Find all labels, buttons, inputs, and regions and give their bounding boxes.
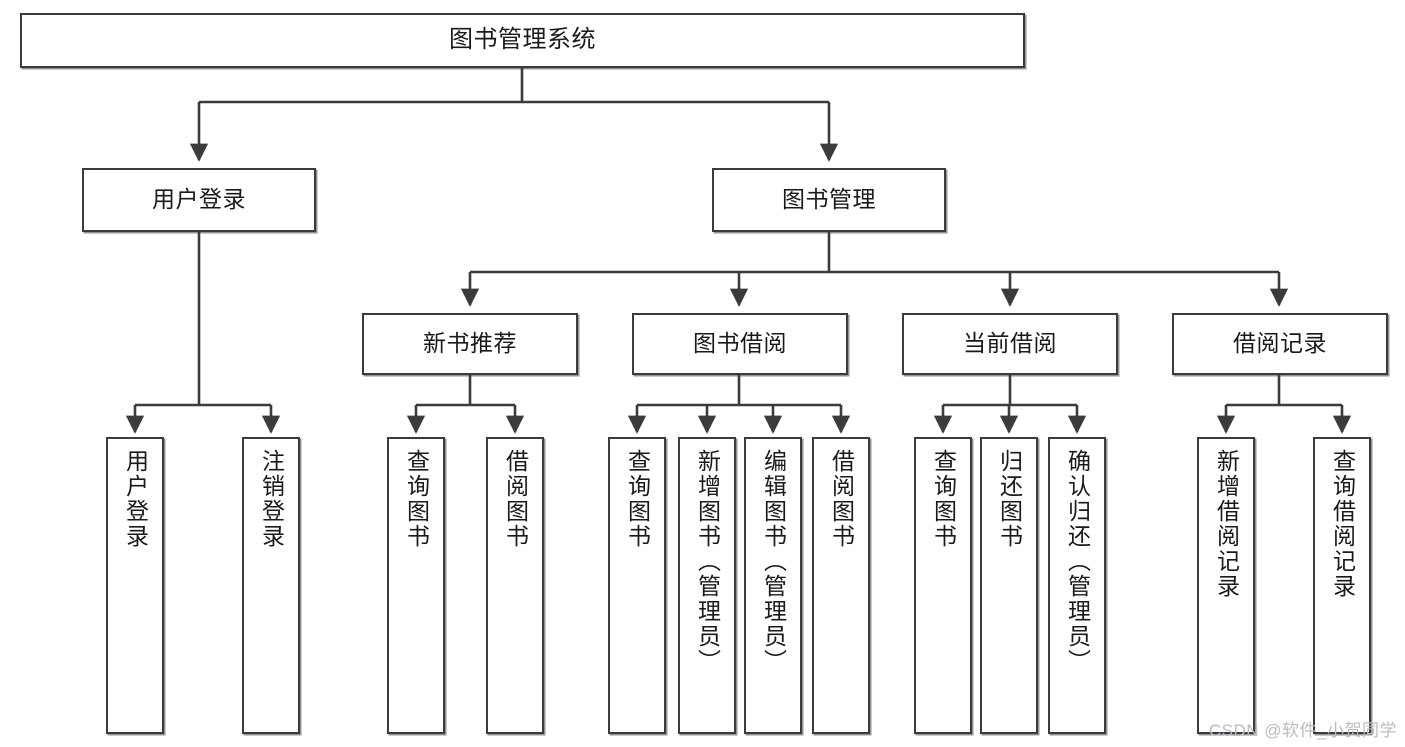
leaf-edit-book-label: 编辑图书（管理员） xyxy=(760,449,787,674)
leaf-query-book-3[interactable]: 查询图书 xyxy=(914,437,972,734)
node-book-management[interactable]: 图书管理 xyxy=(712,168,946,232)
node-book-borrow-label: 图书借阅 xyxy=(693,330,787,357)
leaf-return-book[interactable]: 归还图书 xyxy=(980,437,1038,734)
leaf-query-record[interactable]: 查询借阅记录 xyxy=(1313,437,1371,734)
leaf-query-book-1[interactable]: 查询图书 xyxy=(387,437,445,734)
leaf-borrow-book-1-label: 借阅图书 xyxy=(502,449,529,549)
leaf-user-login[interactable]: 用户登录 xyxy=(106,437,164,734)
leaf-query-book-2-label: 查询图书 xyxy=(624,449,651,549)
node-book-management-label: 图书管理 xyxy=(782,186,876,213)
leaf-query-book-1-label: 查询图书 xyxy=(403,449,430,549)
node-borrow-record-label: 借阅记录 xyxy=(1233,330,1327,357)
leaf-query-book-3-label: 查询图书 xyxy=(930,449,957,549)
node-current-borrow[interactable]: 当前借阅 xyxy=(902,313,1118,375)
leaf-borrow-book-2-label: 借阅图书 xyxy=(828,449,855,549)
node-root-label: 图书管理系统 xyxy=(449,26,596,54)
leaf-add-book[interactable]: 新增图书（管理员） xyxy=(678,437,736,734)
leaf-logout[interactable]: 注销登录 xyxy=(242,437,300,734)
leaf-add-book-label: 新增图书（管理员） xyxy=(694,449,721,674)
node-user-login[interactable]: 用户登录 xyxy=(82,168,316,232)
node-new-book-recommend[interactable]: 新书推荐 xyxy=(362,313,578,375)
leaf-add-record[interactable]: 新增借阅记录 xyxy=(1197,437,1255,734)
leaf-borrow-book-1[interactable]: 借阅图书 xyxy=(486,437,544,734)
watermark: CSDN @软件_小贺同学 xyxy=(1208,721,1397,740)
node-current-borrow-label: 当前借阅 xyxy=(963,330,1057,357)
leaf-confirm-return-label: 确认归还（管理员） xyxy=(1064,449,1091,674)
node-root[interactable]: 图书管理系统 xyxy=(20,13,1025,68)
node-borrow-record[interactable]: 借阅记录 xyxy=(1172,313,1388,375)
leaf-add-record-label: 新增借阅记录 xyxy=(1213,449,1240,599)
leaf-return-book-label: 归还图书 xyxy=(996,449,1023,549)
leaf-logout-label: 注销登录 xyxy=(258,449,285,549)
leaf-confirm-return[interactable]: 确认归还（管理员） xyxy=(1048,437,1106,734)
node-book-borrow[interactable]: 图书借阅 xyxy=(632,313,848,375)
leaf-borrow-book-2[interactable]: 借阅图书 xyxy=(812,437,870,734)
leaf-edit-book[interactable]: 编辑图书（管理员） xyxy=(744,437,802,734)
leaf-query-book-2[interactable]: 查询图书 xyxy=(608,437,666,734)
node-new-book-recommend-label: 新书推荐 xyxy=(423,330,517,357)
leaf-user-login-label: 用户登录 xyxy=(122,449,149,549)
node-user-login-label: 用户登录 xyxy=(152,186,246,213)
leaf-query-record-label: 查询借阅记录 xyxy=(1329,449,1356,599)
